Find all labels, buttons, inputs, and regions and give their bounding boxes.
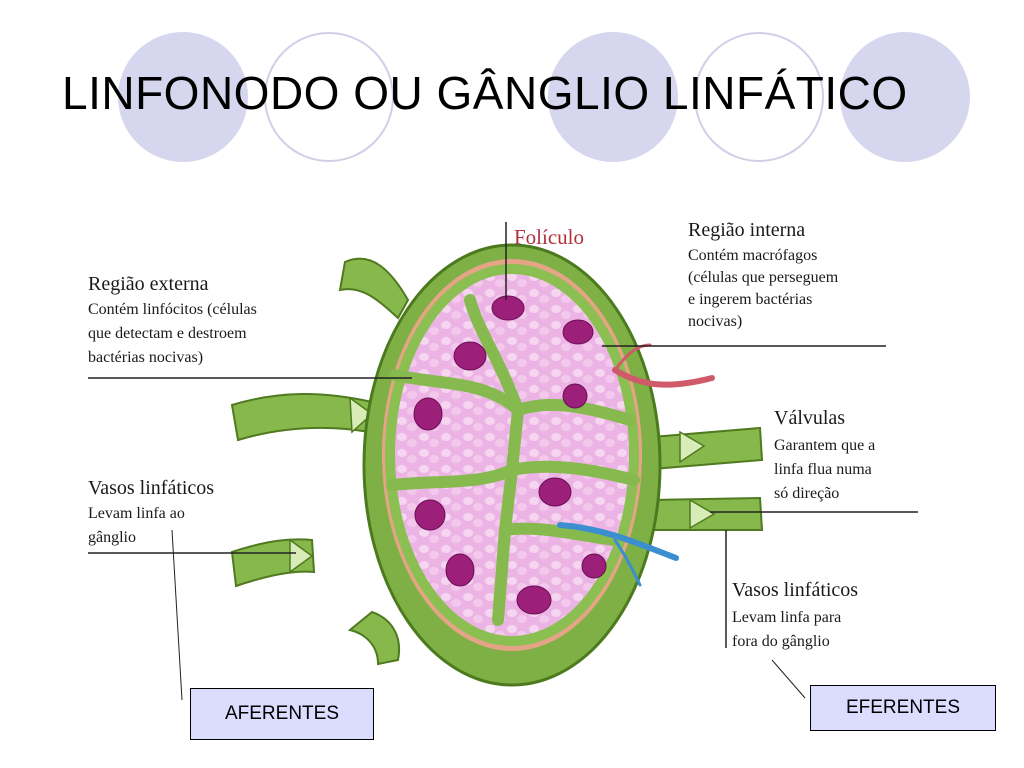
valves-heading: Válvulas <box>774 407 845 429</box>
follicle-nuclei <box>413 295 607 615</box>
inner-region-line: Contém macrófagos <box>688 247 817 264</box>
afferent-callout: AFERENTES <box>190 688 374 740</box>
valves-line: linfa flua numa <box>774 461 872 478</box>
callout-connector-lines <box>171 529 806 701</box>
afferent-vessels-line: Levam linfa ao <box>88 505 185 522</box>
afferent-vessels <box>230 257 410 666</box>
inner-region-line: (células que perseguem <box>688 269 839 286</box>
efferent-vessels-line: fora do gânglio <box>732 633 830 650</box>
afferent-vessels-line: gânglio <box>88 529 136 546</box>
outer-region-line: bactérias nocivas) <box>88 349 203 366</box>
valves-line: só direção <box>774 485 839 502</box>
outer-region-line: Contém linfócitos (células <box>88 301 257 318</box>
efferent-vessels-line: Levam linfa para <box>732 609 841 626</box>
inner-region-line: nocivas) <box>688 313 742 330</box>
inner-region-line: e ingerem bactérias <box>688 291 812 308</box>
valve-markers <box>289 396 716 574</box>
blood-vessels <box>557 343 715 587</box>
valves-line: Garantem que a <box>774 437 875 454</box>
leader-lines <box>88 222 918 648</box>
decor-circle-2 <box>264 32 394 162</box>
outer-region-heading: Região externa <box>88 273 209 295</box>
decor-circle-1 <box>118 32 248 162</box>
decor-circle-5 <box>840 32 970 162</box>
efferent-vessels-heading: Vasos linfáticos <box>732 579 858 601</box>
inner-region-heading: Região interna <box>688 219 805 241</box>
afferent-vessels-heading: Vasos linfáticos <box>88 477 214 499</box>
decor-circle-3 <box>548 32 678 162</box>
outer-region-line: que detectam e destroem <box>88 325 247 342</box>
follicle-label: Folículo <box>514 225 584 249</box>
efferent-callout: EFERENTES <box>810 685 996 731</box>
page-title: LINFONODO OU GÂNGLIO LINFÁTICO <box>62 67 908 119</box>
decor-circle-4 <box>694 32 824 162</box>
